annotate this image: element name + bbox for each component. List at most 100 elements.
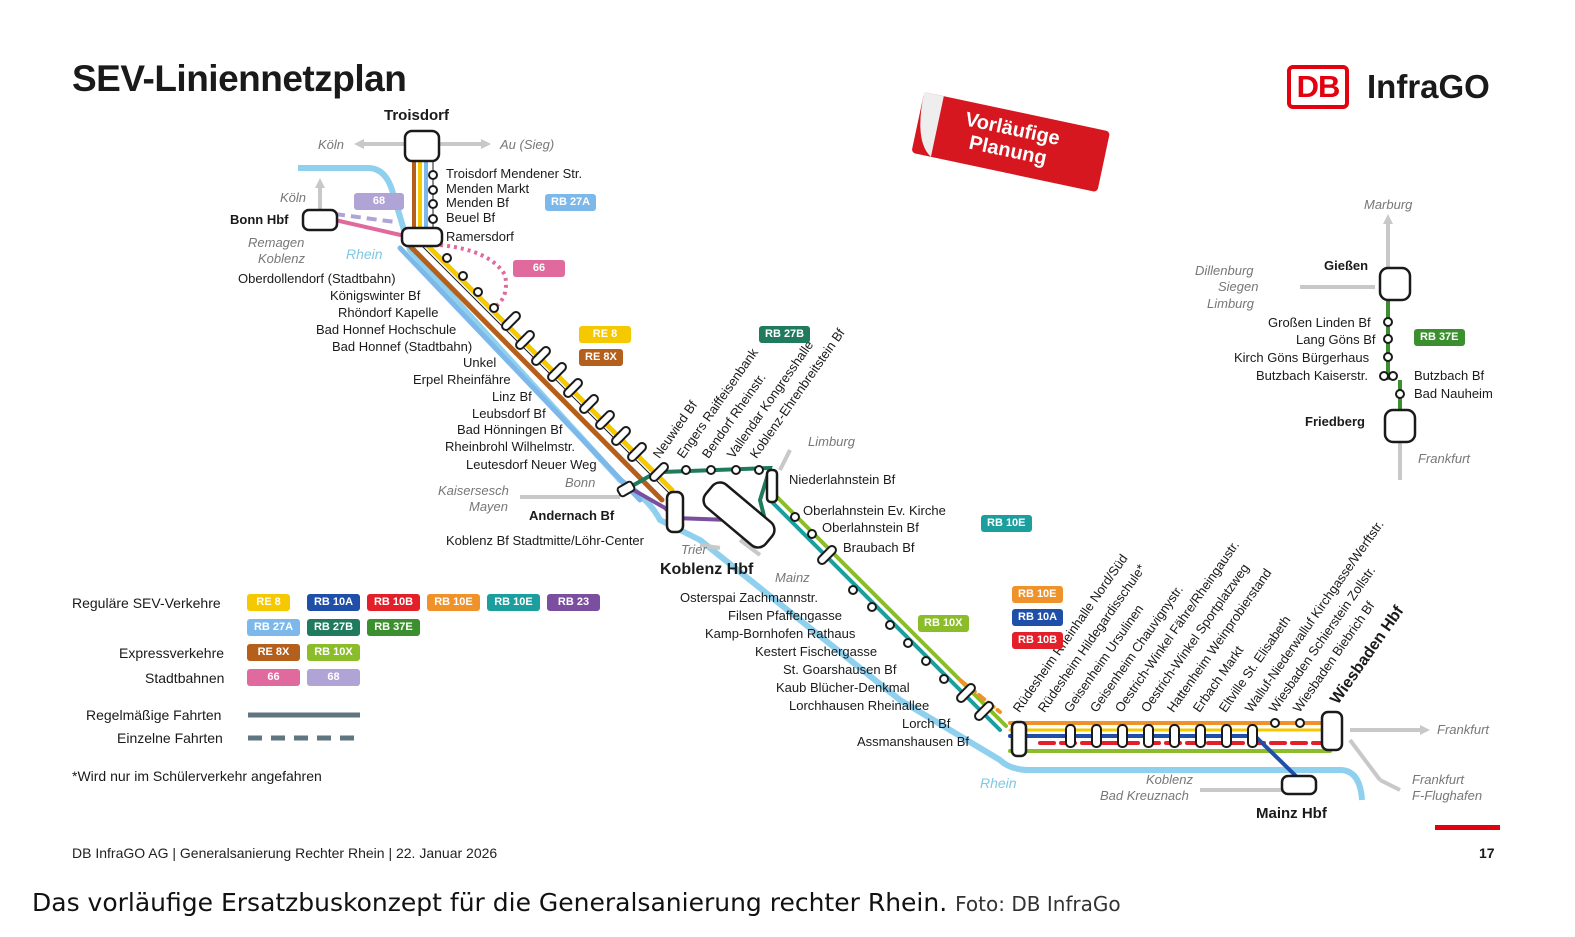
direction-arrows <box>318 142 1425 792</box>
footer-accent <box>1435 825 1500 830</box>
dir-frankfurt-m: Frankfurt <box>1412 772 1465 787</box>
hub-andernach: Andernach Bf <box>529 508 615 523</box>
legend-badge-rb10b: RB 10B <box>367 594 420 611</box>
db-logo: DB <box>1287 65 1349 109</box>
dir-siegen: Siegen <box>1218 279 1259 294</box>
hub-giessen: Gießen <box>1324 258 1369 273</box>
map-badge-68: 68 <box>354 193 404 210</box>
legend-single-trips: Einzelne Fahrten <box>117 730 223 746</box>
station-bad-honnef-hs: Bad Honnef Hochschule <box>316 322 457 337</box>
dir-limburg-g: Limburg <box>1207 296 1254 311</box>
dir-dillenburg: Dillenburg <box>1195 263 1254 278</box>
station-oberdollendorf: Oberdollendorf (Stadtbahn) <box>238 271 396 286</box>
station-lang-goens: Lang Göns Bf <box>1296 332 1376 347</box>
station-kaub: Kaub Blücher-Denkmal <box>776 680 910 695</box>
dir-koblenz-bottom: Koblenz <box>1146 772 1193 787</box>
legend-badge-rb10x: RB 10X <box>307 644 360 661</box>
legend-badge-rb10e-orange: RB 10E <box>427 594 480 611</box>
station-menden-bf: Menden Bf <box>446 195 509 210</box>
network-map <box>248 92 1500 830</box>
dir-frankfurt-g: Frankfurt <box>1418 451 1471 466</box>
station-braubach: Braubach Bf <box>843 540 915 555</box>
station-oberlahnstein-bf: Oberlahnstein Bf <box>822 520 919 535</box>
hub-bonn: Bonn Hbf <box>230 212 289 227</box>
river-label-top: Rhein <box>346 246 383 262</box>
station-troisdorf-mendener: Troisdorf Mendener Str. <box>446 166 583 181</box>
dir-au-sieg: Au (Sieg) <box>500 137 555 152</box>
infrago-logo: InfraGO <box>1367 68 1490 105</box>
station-linz: Linz Bf <box>492 389 532 404</box>
river-label-bottom: Rhein <box>980 775 1017 791</box>
map-badge-re8x: RE 8X <box>579 349 623 366</box>
station-grossen-linden: Großen Linden Bf <box>1268 315 1371 330</box>
legend-badge-rb27b: RB 27B <box>307 619 360 636</box>
hub-friedberg: Friedberg <box>1305 414 1365 429</box>
station-rhoendorf: Rhöndorf Kapelle <box>338 305 439 320</box>
station-kamp-bornhofen: Kamp-Bornhofen Rathaus <box>705 626 856 641</box>
legend-badge-rb27a: RB 27A <box>247 619 300 636</box>
station-butzbach-kaiserstr: Butzbach Kaiserstr. <box>1256 368 1368 383</box>
station-pills <box>501 311 1258 748</box>
dir-koeln-top: Köln <box>318 137 345 152</box>
station-leubsdorf: Leubsdorf Bf <box>472 406 546 421</box>
dir-limburg: Limburg <box>808 434 855 449</box>
station-leutesdorf: Leutesdorf Neuer Weg <box>466 457 597 472</box>
dir-kaisersesch: Kaisersesch <box>438 483 509 498</box>
legend-regular-label: Reguläre SEV-Verkehre <box>72 595 221 611</box>
station-lorchhausen: Lorchhausen Rheinallee <box>789 698 930 713</box>
station-koblenz-stadtmitte: Koblenz Bf Stadtmitte/Löhr-Center <box>446 533 644 548</box>
map-badge-rb10a: RB 10A <box>1012 609 1064 626</box>
legend-badge-rb37e: RB 37E <box>367 619 420 636</box>
station-unkel: Unkel <box>463 355 497 370</box>
map-badge-re8: RE 8 <box>579 326 631 343</box>
hub-koblenz: Koblenz Hbf <box>660 561 754 578</box>
map-badge-rb27a: RB 27A <box>545 194 597 211</box>
station-koenigswinter: Königswinter Bf <box>330 288 421 303</box>
station-kestert: Kestert Fischergasse <box>755 644 878 659</box>
legend-badge-68: 68 <box>307 669 360 686</box>
station-niederlahnstein: Niederlahnstein Bf <box>789 472 896 487</box>
station-st-goarshausen: St. Goarshausen Bf <box>783 662 897 677</box>
planning-stamp <box>912 92 1110 192</box>
station-erpel: Erpel Rheinfähre <box>413 372 511 387</box>
map-badge-rb10b: RB 10B <box>1012 632 1064 649</box>
page-number: 17 <box>1479 845 1495 861</box>
legend-badge-re8x: RE 8X <box>247 644 300 661</box>
station-lorch: Lorch Bf <box>902 716 951 731</box>
station-osterspai: Osterspai Zachmannstr. <box>680 590 818 605</box>
dir-mainz: Mainz <box>775 570 810 585</box>
station-oberlahnstein-kirche: Oberlahnstein Ev. Kirche <box>803 503 946 518</box>
hub-mainz: Mainz Hbf <box>1256 805 1327 822</box>
station-bad-nauheim: Bad Nauheim <box>1414 386 1493 401</box>
legend-badge-66: 66 <box>247 669 300 686</box>
legend-note: *Wird nur im Schülerverkehr angefahren <box>72 768 322 784</box>
caption-credit: Foto: DB InfraGo <box>955 892 1121 916</box>
legend-badge-rb10e-teal: RB 10E <box>487 594 540 611</box>
map-badge-rb37e: RB 37E <box>1414 329 1465 346</box>
dir-koblenz-left: Koblenz <box>258 251 305 266</box>
station-assmanshausen: Assmanshausen Bf <box>857 734 970 749</box>
station-beuel-bf: Beuel Bf <box>446 210 496 225</box>
dir-trier: Trier <box>681 542 707 557</box>
dir-koeln-left: Köln <box>280 190 307 205</box>
map-badge-rb10e-teal: RB 10E <box>981 515 1032 532</box>
station-bad-hoenningen: Bad Hönningen Bf <box>457 422 563 437</box>
map-badge-rb27b: RB 27B <box>759 326 811 343</box>
legend-regular-trips: Regelmäßige Fahrten <box>86 707 222 723</box>
dir-mayen: Mayen <box>469 499 509 514</box>
footer-text: DB InfraGO AG | Generalsanierung Rechter… <box>72 845 498 861</box>
dir-bad-kreuznach: Bad Kreuznach <box>1100 788 1189 803</box>
map-badge-rb10e-orange: RB 10E <box>1012 586 1063 603</box>
station-rheinbrohl: Rheinbrohl Wilhelmstr. <box>445 439 576 454</box>
station-bad-honnef-sb: Bad Honnef (Stadtbahn) <box>332 339 473 354</box>
legend-badge-re8: RE 8 <box>247 594 290 611</box>
dir-f-flughafen: F-Flughafen <box>1412 788 1483 803</box>
station-filsen: Filsen Pfaffengasse <box>728 608 842 623</box>
caption-text: Das vorläufige Ersatzbuskonzept für die … <box>32 888 948 917</box>
dir-frankfurt-w: Frankfurt <box>1437 722 1490 737</box>
dir-remagen: Remagen <box>248 235 305 250</box>
legend-badge-rb23: RB 23 <box>547 594 600 611</box>
station-dots <box>428 170 1405 728</box>
legend-badge-rb10a: RB 10A <box>307 594 360 611</box>
page-title: SEV-Liniennetzplan <box>72 58 407 99</box>
